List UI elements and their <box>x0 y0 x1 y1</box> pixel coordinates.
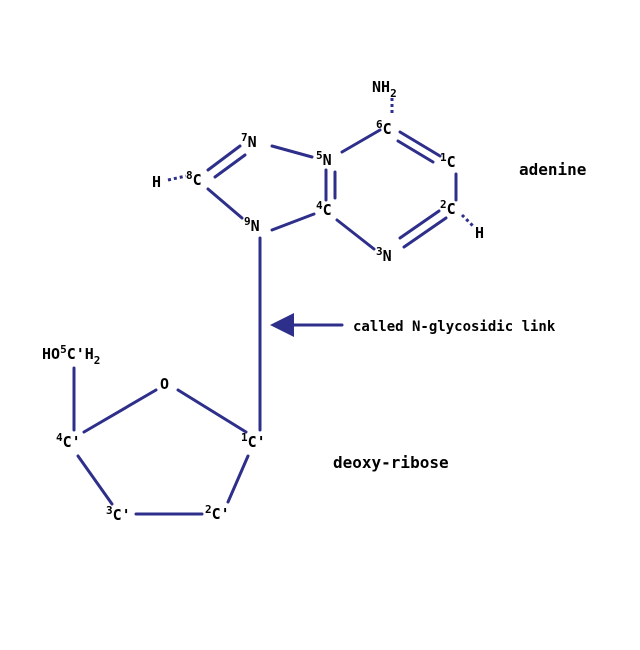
atom-ho5-ch2: HO5C'H2 <box>42 343 100 367</box>
atom-c1: 1C <box>440 151 456 171</box>
atom-c4: 4C <box>316 199 332 219</box>
atom-o-ring: O <box>160 375 169 393</box>
bond-n3-c4 <box>335 218 376 251</box>
bond-c8-n7-double <box>213 153 247 179</box>
atom-c3p: 3C' <box>106 504 131 524</box>
glycosidic-arrow <box>270 313 344 337</box>
atom-c4p: 4C' <box>56 431 81 451</box>
bond-n9-c4 <box>270 212 316 232</box>
bond-c2-h <box>460 213 476 229</box>
adenine-bonds <box>167 98 476 251</box>
bond-n7-n5 <box>270 144 314 159</box>
bond-c6-n5 <box>340 128 382 154</box>
atom-h2: H <box>475 224 484 242</box>
ribose-bonds <box>72 366 250 516</box>
atom-c6: 6C <box>376 118 392 138</box>
bond-c6-c1-double <box>396 139 435 164</box>
bond-c8-n9 <box>206 187 244 220</box>
label-deoxy-ribose: deoxy-ribose <box>333 453 449 472</box>
bond-c8-n7 <box>206 144 242 172</box>
bond-c4p-o <box>82 388 158 434</box>
bond-h-c8 <box>167 174 187 182</box>
bond-c4p-c3p <box>76 454 114 506</box>
arrow-head <box>270 313 294 337</box>
atom-c8: 8C <box>186 169 202 189</box>
atom-n7: 7N <box>241 131 257 151</box>
bond-c2-n3 <box>402 216 448 249</box>
atom-c2: 2C <box>440 198 456 218</box>
label-adenine: adenine <box>519 160 586 179</box>
bond-c2-n3-double <box>398 209 441 240</box>
atom-nh2: NH2 <box>372 78 397 100</box>
atom-c1p: 1C' <box>241 431 266 451</box>
bond-o-c1p <box>176 388 248 434</box>
bond-c6-c1 <box>398 130 442 158</box>
atom-n5: 5N <box>316 149 332 169</box>
label-glycosidic-link: called N-glycosidic link <box>353 319 556 335</box>
atom-c2p: 2C' <box>205 503 230 523</box>
atom-h8: H <box>152 173 161 191</box>
bond-c2p-c1p <box>226 454 250 504</box>
atom-n3: 3N <box>376 245 392 265</box>
atom-n9: 9N <box>244 215 260 235</box>
